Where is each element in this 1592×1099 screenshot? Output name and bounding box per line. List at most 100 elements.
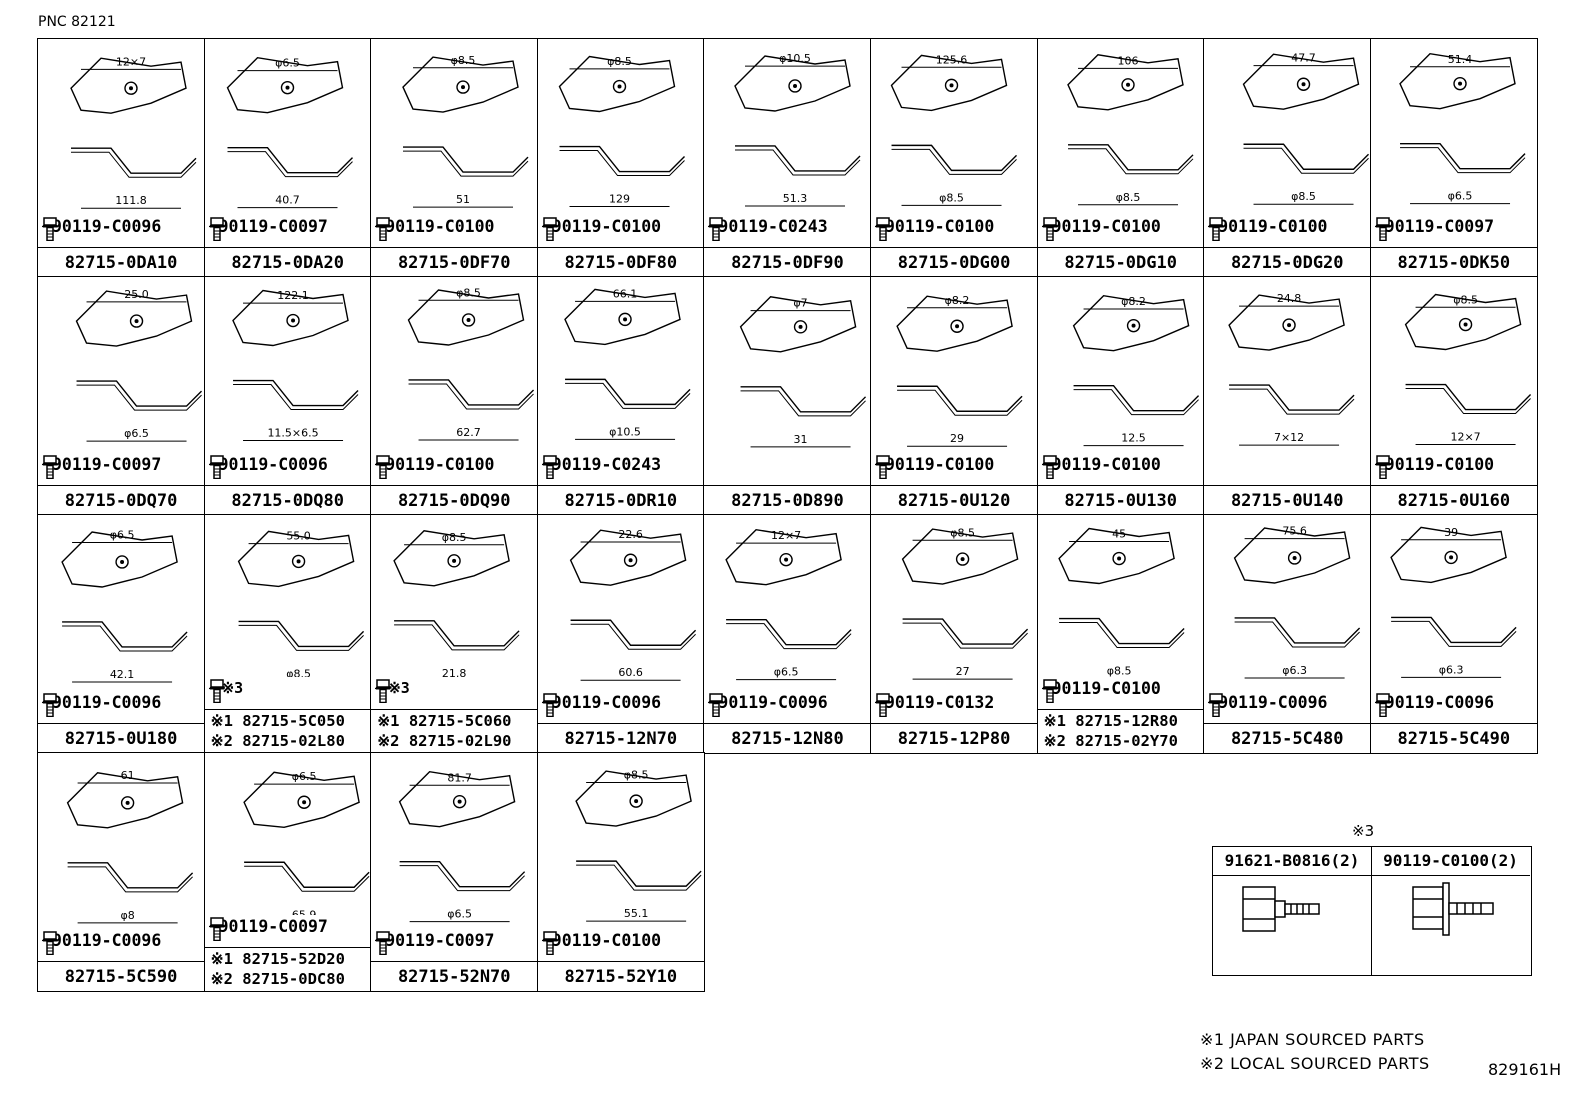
part-number: 82715-0DF70 xyxy=(397,253,511,273)
bolt-icon xyxy=(709,217,724,241)
bracket-outline xyxy=(231,289,349,347)
bracket-outline xyxy=(393,530,511,587)
bracket-drawing: 24.87×12 xyxy=(1228,292,1355,446)
bracket-outline xyxy=(896,295,1013,352)
bracket-profile-inner xyxy=(70,151,197,178)
bracket-profile xyxy=(399,860,526,888)
dimension-label: 81.7 xyxy=(448,771,473,784)
bolt-number: 90119-C0100 xyxy=(1384,455,1495,474)
bolt-callout: 90119-C0100 xyxy=(541,217,661,241)
hole-center xyxy=(1301,82,1306,87)
bolt-table-col1: 91621-B0816(2) xyxy=(1213,847,1372,876)
part-number: 82715-0DQ80 xyxy=(231,491,344,511)
bracket-profile xyxy=(62,621,188,648)
dimension-label: φ8.5 xyxy=(950,526,975,539)
dimension-label: 24.8 xyxy=(1277,292,1302,305)
bracket-profile-inner xyxy=(740,390,867,417)
hole-center xyxy=(285,85,290,90)
bolt-icon xyxy=(42,217,58,241)
bolt-icon xyxy=(209,217,224,241)
dimension-label: 47.7 xyxy=(1291,52,1316,65)
part-number: 82715-0U130 xyxy=(1064,491,1177,511)
bracket-outline xyxy=(901,528,1019,585)
bracket-profile xyxy=(1399,142,1526,170)
dimension-label: φ8.5 xyxy=(442,531,467,544)
part-number-band: 82715-0DQ70 xyxy=(38,485,205,516)
dimension-label: φ6.5 xyxy=(447,908,472,921)
bracket-drawing: φ8.212.5 xyxy=(1072,295,1199,447)
bolt-table-col2: 90119-C0100(2) xyxy=(1371,847,1530,876)
dimension-label: φ8.5 xyxy=(1115,191,1140,204)
bolt-icon xyxy=(209,455,224,479)
bolt-icon xyxy=(709,693,724,717)
hole-center xyxy=(784,557,789,562)
part-number-band: 82715-0DF70 xyxy=(371,247,538,278)
hole-center xyxy=(457,799,462,804)
bracket-profile xyxy=(575,860,702,887)
part-number-band: 82715-0DG20 xyxy=(1204,247,1371,278)
bolt-icon xyxy=(375,679,391,703)
bracket-outline xyxy=(407,289,525,346)
mounting-hole xyxy=(1297,77,1311,91)
mounting-hole xyxy=(285,313,300,328)
bolt-icon xyxy=(1375,693,1390,717)
dimension-label: φ8.2 xyxy=(945,294,970,307)
hole-center xyxy=(1116,556,1121,561)
bracket-drawing: 45 φ8.5 xyxy=(1057,527,1185,677)
bolt-number: 90119-C0096 xyxy=(218,455,328,474)
mounting-hole xyxy=(124,81,138,95)
dimension-label: φ8.5 xyxy=(1106,665,1131,677)
part-number: 82715-0D890 xyxy=(731,491,844,511)
bracket-profile-inner xyxy=(726,623,852,650)
dimension-label: 25.0 xyxy=(124,288,149,301)
mounting-hole xyxy=(1282,318,1296,332)
bolt-callout: 90119-C0096 xyxy=(42,217,161,241)
bolt-icon xyxy=(42,455,58,479)
bolt-illustrations xyxy=(1242,882,1494,936)
dimension-label: φ8.5 xyxy=(607,55,632,68)
bracket-profile-inner xyxy=(1390,620,1517,647)
dimension-label: 12×7 xyxy=(771,529,801,542)
dimension-label: 42.1 xyxy=(110,668,135,681)
bracket-drawing: φ6.565.9 xyxy=(242,770,370,915)
bracket-drawing: 51.4φ6.5 xyxy=(1398,53,1526,205)
bolt-number: 90119-C0100 xyxy=(885,217,995,236)
hole-center xyxy=(466,317,471,322)
bolt-callout: 90119-C0243 xyxy=(541,455,661,479)
part-number-band: 82715-0U160 xyxy=(1370,485,1537,516)
bracket-profile xyxy=(570,619,696,646)
bolt-callout: 90119-C0100 xyxy=(1041,455,1161,479)
bracket-profile-inner xyxy=(902,622,1028,649)
bolt-number: 90119-C0132 xyxy=(885,693,995,712)
dimension-label: 122.1 xyxy=(277,289,309,302)
hole-center xyxy=(290,318,295,323)
bracket-profile xyxy=(403,146,529,173)
part-number-band: 82715-0DK50 xyxy=(1370,247,1537,278)
bracket-profile-inner xyxy=(399,865,526,892)
bracket-drawing: φ8.562.7 xyxy=(407,286,535,441)
bracket-outline xyxy=(1404,293,1522,351)
mounting-hole xyxy=(950,319,964,333)
bolt-number: 90119-C0097 xyxy=(218,917,328,936)
bolt-icon xyxy=(875,693,891,717)
bolt-callout: 90119-C0096 xyxy=(1374,693,1494,717)
dimension-label: 45 xyxy=(1112,527,1126,540)
bracket-profile-inner xyxy=(67,866,193,893)
note3-text: ※3 xyxy=(221,679,244,697)
hole-center xyxy=(628,558,633,563)
bracket-profile-inner xyxy=(243,865,370,892)
bracket-outline xyxy=(70,57,187,114)
bracket-profile-inner xyxy=(238,624,364,651)
part-number-band: 82715-52N70 xyxy=(371,961,538,992)
hole-center xyxy=(955,324,960,329)
part-number-band: 82715-0DR10 xyxy=(537,485,704,516)
note3-callout: ※3 xyxy=(375,679,410,703)
bolt-callout: 90119-C0100 xyxy=(875,455,994,479)
dimension-label: 51.4 xyxy=(1448,53,1473,66)
part-number: ※2 82715-02Y70 xyxy=(1043,732,1178,750)
